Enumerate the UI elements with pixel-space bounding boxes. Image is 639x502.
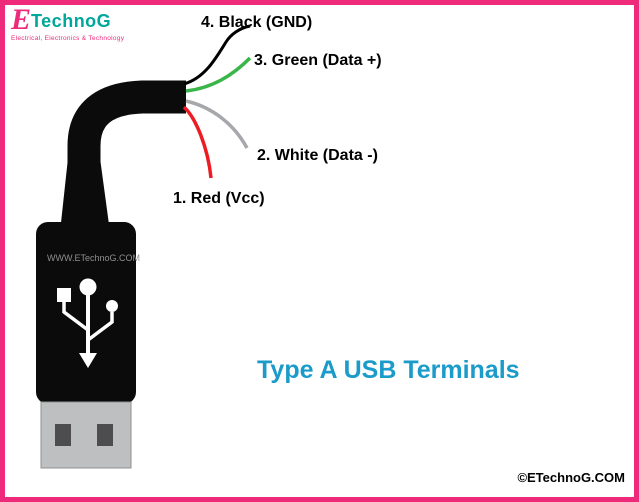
logo-letter-e: E bbox=[11, 3, 32, 36]
wire-white bbox=[185, 99, 249, 149]
trident-right-branch bbox=[86, 312, 114, 342]
wire-label-1-red: 1. Red (Vcc) bbox=[173, 190, 265, 207]
wire-green bbox=[185, 56, 252, 93]
usb-cable-neck bbox=[60, 158, 110, 232]
wire-label-3-green: 3. Green (Data +) bbox=[254, 52, 382, 69]
usb-metal-hole-left bbox=[55, 424, 71, 446]
usb-metal-hole-right bbox=[97, 424, 113, 446]
trident-circle-end bbox=[106, 300, 118, 312]
wire-label-2-white: 2. White (Data -) bbox=[257, 147, 378, 164]
usb-trident-icon bbox=[57, 278, 118, 368]
logo-name-text: TechnoG bbox=[31, 11, 112, 31]
etechnog-logo: ETechnoG Electrical, Electronics & Techn… bbox=[11, 5, 124, 43]
trident-arrow-end bbox=[79, 353, 97, 368]
logo-subtitle: Electrical, Electronics & Technology bbox=[11, 35, 125, 42]
trident-top-circle bbox=[79, 278, 97, 296]
copyright-text: ©ETechnoG.COM bbox=[517, 470, 625, 485]
diagram-title: Type A USB Terminals bbox=[257, 356, 520, 384]
watermark-text: WWW.ETechnoG.COM bbox=[47, 253, 140, 263]
wire-label-4-black: 4. Black (GND) bbox=[201, 14, 313, 31]
trident-square-end bbox=[57, 288, 71, 302]
logo-wordmark: ETechnoG bbox=[11, 5, 124, 35]
wire-black bbox=[183, 24, 251, 86]
trident-left-branch bbox=[62, 302, 90, 332]
wire-red bbox=[182, 105, 213, 179]
usb-metal-shell bbox=[40, 401, 132, 469]
usb-cable bbox=[67, 80, 186, 185]
